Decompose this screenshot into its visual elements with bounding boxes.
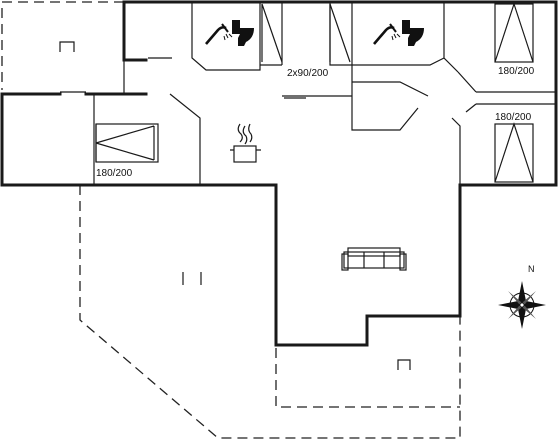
compass-north-label: N — [528, 264, 535, 274]
terrace-chair-icon — [59, 41, 411, 370]
bed-middle-right-label: 180/200 — [495, 112, 532, 123]
toilet-icon — [402, 20, 424, 46]
kitchen-pot-icon — [230, 123, 261, 163]
bed-top-right — [494, 2, 534, 63]
toilet-icon — [232, 20, 254, 46]
bunk-beds — [261, 3, 351, 63]
bed-left-label: 180/200 — [96, 168, 133, 179]
compass-rose-icon — [498, 281, 546, 329]
sofa-icon — [341, 247, 407, 271]
bed-left — [95, 123, 159, 163]
exterior-walls — [0, 0, 558, 347]
terrace-outlines — [1, 1, 461, 439]
bunk-bed-label: 2x90/200 — [287, 68, 329, 79]
bed-top-right-label: 180/200 — [498, 66, 535, 77]
bed-middle-right — [494, 122, 534, 183]
shower-icon — [205, 23, 233, 45]
shower-icon — [373, 23, 401, 45]
